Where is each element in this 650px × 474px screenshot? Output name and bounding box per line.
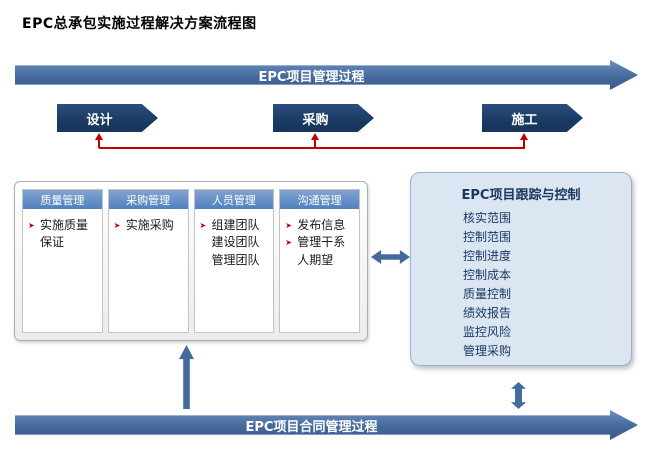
column-item: 管理团队 xyxy=(200,252,271,269)
column-body-staff: ➤ 组建团队 建设团队 管理团队 xyxy=(195,209,274,273)
column-body-communication: ➤ 发布信息 ➤ 管理干系人期望 xyxy=(280,209,359,273)
column-item: 建设团队 xyxy=(200,234,271,251)
top-process-banner-arrow: EPC项目管理过程 xyxy=(15,60,638,90)
column-item-text: 实施质量保证 xyxy=(40,218,89,250)
red-up-arrow-icon-construction xyxy=(520,133,528,140)
bottom-process-banner-label: EPC项目合同管理过程 xyxy=(245,419,378,435)
phase-label-construction: 施工 xyxy=(511,112,538,128)
horizontal-double-arrow-icon xyxy=(371,250,410,264)
phase-arrow-construction: 施工 xyxy=(482,104,583,132)
tracking-item: 管理采购 xyxy=(463,344,512,358)
column-header-procurement: 采购管理 xyxy=(108,190,188,209)
phase-arrow-design: 设计 xyxy=(57,104,158,132)
column-item-text: 发布信息 xyxy=(297,218,346,232)
vertical-double-arrow-icon xyxy=(511,382,526,409)
chevron-bullet-icon: ➤ xyxy=(113,221,121,230)
column-item: ➤ 实施质量保证 xyxy=(28,217,99,252)
tracking-panel: EPC项目跟踪与控制 核实范围 控制范围 控制进度 控制成本 质量控制 绩效报告… xyxy=(410,172,632,366)
column-item-text: 组建团队 xyxy=(211,218,260,232)
tracking-item: 监控风险 xyxy=(463,325,512,339)
red-up-arrow-icon-design xyxy=(95,133,103,140)
phase-arrow-procurement: 采购 xyxy=(273,104,374,132)
column-item: ➤ 组建团队 xyxy=(200,217,271,234)
column-header-staff: 人员管理 xyxy=(194,190,274,209)
column-header-communication: 沟通管理 xyxy=(280,190,359,209)
top-process-banner-label: EPC项目管理过程 xyxy=(258,69,365,85)
tracking-item: 控制进度 xyxy=(463,249,512,263)
column-item-text: 管理团队 xyxy=(211,252,260,267)
phase-label-procurement: 采购 xyxy=(302,112,329,128)
management-panel: 质量管理 ➤ 实施质量保证 采购管理 ➤ 实施采购 人员管理 ➤ xyxy=(14,181,368,341)
red-up-arrow-icon-procurement xyxy=(311,133,319,140)
column-body-procurement: ➤ 实施采购 xyxy=(109,209,188,238)
tracking-list: 核实范围 控制范围 控制进度 控制成本 质量控制 绩效报告 监控风险 管理采购 xyxy=(463,209,631,361)
tracking-item: 控制范围 xyxy=(463,230,512,244)
column-item-text: 实施采购 xyxy=(125,218,174,232)
red-stem-procurement xyxy=(314,139,316,148)
tracking-item: 绩效报告 xyxy=(463,306,512,320)
page-title: EPC总承包实施过程解决方案流程图 xyxy=(22,16,257,32)
management-column-staff: 人员管理 ➤ 组建团队 建设团队 管理团队 xyxy=(193,189,275,333)
tracking-panel-title: EPC项目跟踪与控制 xyxy=(461,188,581,203)
red-stem-design xyxy=(98,139,100,148)
tracking-item: 质量控制 xyxy=(463,287,512,301)
chevron-bullet-icon: ➤ xyxy=(199,221,207,230)
column-header-quality: 质量管理 xyxy=(23,190,102,209)
phase-label-design: 设计 xyxy=(86,112,113,128)
up-arrow-icon xyxy=(179,345,194,409)
chevron-bullet-icon: ➤ xyxy=(285,238,292,248)
management-column-communication: 沟通管理 ➤ 发布信息 ➤ 管理干系人期望 xyxy=(279,189,360,333)
chevron-bullet-icon: ➤ xyxy=(28,221,35,230)
tracking-item: 核实范围 xyxy=(463,211,512,225)
bottom-process-banner-arrow: EPC项目合同管理过程 xyxy=(15,410,638,440)
management-column-procurement: 采购管理 ➤ 实施采购 xyxy=(107,189,189,333)
chevron-bullet-icon: ➤ xyxy=(285,221,292,230)
column-body-quality: ➤ 实施质量保证 xyxy=(23,209,102,256)
tracking-item: 控制成本 xyxy=(463,268,512,282)
red-connector-line xyxy=(99,147,525,149)
red-stem-construction xyxy=(523,139,525,148)
column-item-text: 管理干系人期望 xyxy=(297,235,346,267)
management-column-quality: 质量管理 ➤ 实施质量保证 xyxy=(22,189,103,333)
column-item: ➤ 发布信息 xyxy=(285,217,356,234)
column-item-text: 建设团队 xyxy=(211,235,260,250)
column-item: ➤ 实施采购 xyxy=(114,217,185,234)
column-item: ➤ 管理干系人期望 xyxy=(285,234,356,269)
